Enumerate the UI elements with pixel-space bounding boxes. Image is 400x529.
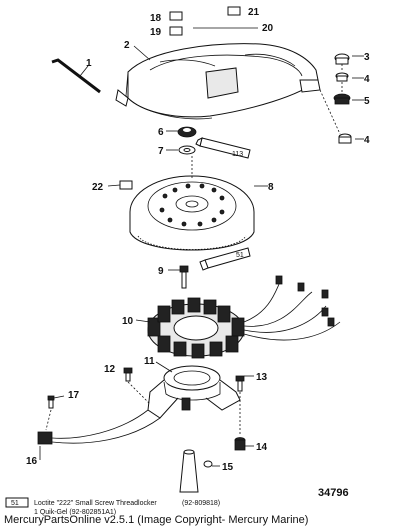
callout-19: 19 bbox=[150, 27, 162, 38]
callout-13: 13 bbox=[256, 372, 268, 383]
spacer-4-top bbox=[335, 72, 349, 82]
callout-1: 1 bbox=[86, 58, 92, 69]
legend-text-2: 1 Quik-Gel (92-802851A1) bbox=[34, 509, 116, 516]
tool-1 bbox=[51, 58, 101, 94]
decal-19 bbox=[169, 26, 183, 36]
callout-3: 3 bbox=[364, 52, 370, 63]
copyright-footer: MercuryPartsOnline v2.5.1 (Image Copyrig… bbox=[4, 514, 309, 526]
callout-4-bottom: 4 bbox=[364, 135, 370, 146]
callout-7: 7 bbox=[158, 146, 164, 157]
callout-20: 20 bbox=[262, 23, 274, 34]
grommet-5 bbox=[333, 93, 351, 105]
flywheel-cover bbox=[115, 43, 321, 120]
callout-6: 6 bbox=[158, 127, 164, 138]
washer-7 bbox=[178, 145, 196, 155]
decal-18 bbox=[169, 11, 183, 21]
lubricant-tube-113 bbox=[195, 137, 251, 159]
callout-17: 17 bbox=[68, 390, 80, 401]
callout-18: 18 bbox=[150, 13, 162, 24]
screw-13 bbox=[235, 375, 245, 392]
threadlocker-tube-51 bbox=[199, 247, 251, 271]
callout-2: 2 bbox=[124, 40, 130, 51]
callout-8: 8 bbox=[268, 182, 274, 193]
legend-part-number: (92-809818) bbox=[182, 500, 220, 507]
nut-4-bottom bbox=[338, 133, 352, 144]
flywheel-8 bbox=[129, 175, 255, 251]
callout-5: 5 bbox=[364, 96, 370, 107]
callout-4-top: 4 bbox=[364, 74, 370, 85]
callout-21: 21 bbox=[248, 7, 260, 18]
callout-15: 15 bbox=[222, 462, 234, 473]
grommet-3 bbox=[334, 53, 350, 65]
trigger-11 bbox=[147, 365, 241, 419]
legend-code-box bbox=[5, 497, 29, 508]
legend-text: Loctite "222" Small Screw Threadlocker bbox=[34, 500, 157, 507]
callout-9: 9 bbox=[158, 266, 164, 277]
screw-17 bbox=[47, 395, 55, 409]
callout-14: 14 bbox=[256, 442, 268, 453]
decal-21 bbox=[227, 6, 241, 16]
legend: 51 Loctite "222" Small Screw Threadlocke… bbox=[5, 497, 220, 516]
shaft bbox=[179, 449, 199, 493]
tube-label-51: 51 bbox=[236, 252, 244, 259]
stator-10 bbox=[147, 275, 341, 359]
clip-15 bbox=[203, 460, 213, 468]
callout-12: 12 bbox=[104, 364, 116, 375]
callout-10: 10 bbox=[122, 316, 134, 327]
callout-22: 22 bbox=[92, 182, 104, 193]
legend-code: 51 bbox=[11, 500, 19, 507]
diagram-id: 34796 bbox=[318, 487, 349, 499]
bolt-9 bbox=[179, 265, 189, 289]
callout-11: 11 bbox=[144, 356, 155, 367]
flywheel-nut-6 bbox=[177, 126, 197, 138]
link-14 bbox=[234, 437, 246, 451]
decal-22 bbox=[119, 180, 133, 190]
screw-12 bbox=[123, 367, 133, 382]
callout-16: 16 bbox=[26, 456, 38, 467]
coil-16 bbox=[37, 409, 161, 445]
tube-label-113: 113 bbox=[232, 151, 243, 158]
